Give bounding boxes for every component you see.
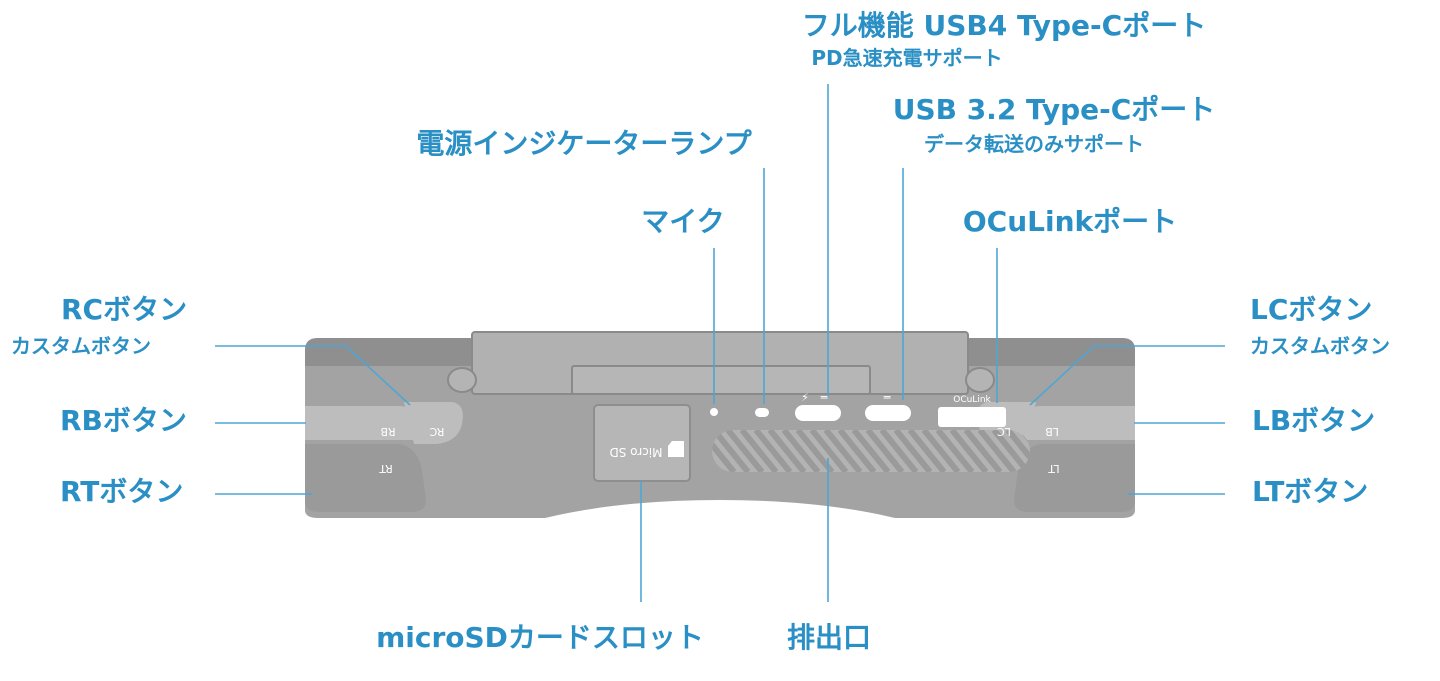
microsd-card-icon [668,441,684,457]
vent-slat [921,430,961,472]
rc-button-shape [404,402,463,444]
vent-slat [893,430,933,472]
vent-slats [712,430,1030,472]
usb4-symbol-icon: ═ [820,391,828,404]
label-usb4-title: フル機能 USB4 Type-Cポート [801,9,1207,42]
label-rc-sub: カスタムボタン [11,334,151,358]
vent-slat [725,430,765,472]
oculink-port [938,407,1006,427]
vent-slat [879,430,919,472]
usb32-port [865,405,911,421]
rb-mark: RB [380,425,395,438]
vent-slat [823,430,863,472]
label-rb: RBボタン [60,404,187,437]
lb-shoulder [1020,406,1135,440]
lb-mark: LB [1045,425,1059,438]
vent-slat [837,430,877,472]
bolt-icon: ⚡ [801,391,809,404]
leader-lines [215,84,1225,602]
vent-slat [977,430,1017,472]
label-usb32-title: USB 3.2 Type-Cポート [892,93,1216,126]
label-usb4-sub: PD急速充電サポート [811,46,1003,70]
lc-mark: LC [997,425,1011,438]
vent-slat [781,430,821,472]
leader-rc [215,345,411,406]
label-power-lamp: 電源インジケーターランプ [416,127,752,160]
mic-hole [710,408,718,416]
label-mic: マイク [641,205,725,238]
microsd-slot [593,404,691,482]
label-usb32-sub: データ転送のみサポート [924,132,1144,156]
vent-slat [753,430,793,472]
label-exhaust: 排出口 [786,621,872,654]
label-lb: LBボタン [1252,404,1376,437]
kickstand-lower [571,365,871,395]
left-bump [447,367,477,393]
vent-slat [851,430,891,472]
vent-slat [991,430,1030,472]
vent-slat [809,430,849,472]
vent-slat [935,430,975,472]
vent-slat [1005,430,1030,472]
label-rc-title: RCボタン [61,293,188,326]
oculink-mark: OCuLink [953,395,991,405]
rb-shoulder [305,406,420,440]
vent-slat [865,430,905,472]
label-lt: LTボタン [1252,475,1369,508]
rt-trigger [305,444,426,512]
rt-mark: RT [379,462,393,475]
lt-trigger [1014,444,1135,512]
right-bump [965,367,995,393]
label-lc-sub: カスタムボタン [1250,334,1390,358]
vent-slat [712,430,737,472]
vent-slat [712,430,751,472]
usb32-symbol-icon: ═ [883,391,891,404]
lt-mark: LT [1048,462,1060,475]
vent-slat [949,430,989,472]
label-rt: RTボタン [60,475,184,508]
label-oculink: OCuLinkポート [962,205,1178,238]
vent-slat [767,430,807,472]
rc-mark: RC [429,425,444,438]
power-lamp [755,408,769,417]
vent-slat [795,430,835,472]
microsd-mark: Micro SD [610,445,663,459]
vent-slat [907,430,947,472]
vent-slat [963,430,1003,472]
label-lc-title: LCボタン [1250,293,1373,326]
usb4-port [795,405,841,421]
vent-slat [739,430,779,472]
label-microsd: microSDカードスロット [376,621,704,654]
leader-lc [1029,345,1225,406]
